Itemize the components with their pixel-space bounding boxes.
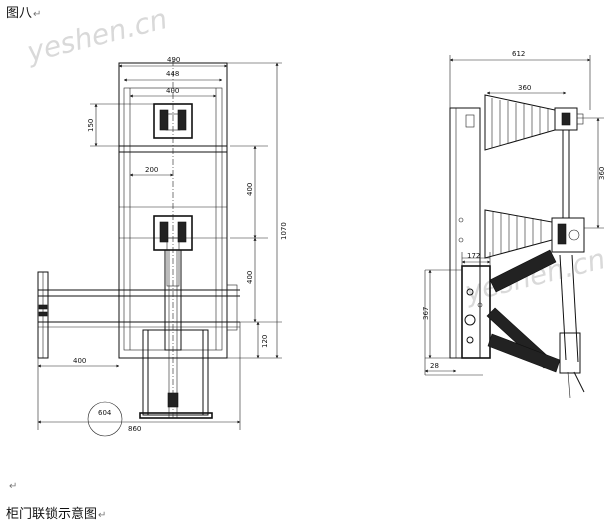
dim-360-horizontal: 360 (518, 84, 531, 92)
dim-120: 120 (261, 335, 269, 348)
dim-448: 448 (166, 70, 179, 78)
figure-number-text: 图八 (6, 6, 33, 21)
dim-1070: 1070 (280, 222, 288, 240)
dim-150: 150 (87, 119, 95, 132)
paragraph-mark-icon: ↵ (98, 510, 107, 521)
dim-360-vertical: 360 (598, 167, 606, 180)
dim-860: 860 (128, 425, 141, 433)
dim-400-b: 400 (246, 271, 254, 284)
figure-title-caption: 柜门联锁示意图↵ (6, 507, 106, 524)
watermark-left: yeshen.cn (23, 2, 171, 69)
dim-200: 200 (145, 166, 158, 174)
dim-400-top: 400 (166, 87, 179, 95)
figure-number-caption: 图八↵ (6, 6, 41, 23)
dim-28: 28 (430, 362, 439, 370)
detail-circle (87, 401, 123, 437)
dim-400-a: 400 (246, 183, 254, 196)
dim-490: 490 (167, 56, 180, 64)
dim-612: 612 (512, 50, 525, 58)
paragraph-mark-icon: ↵ (9, 481, 18, 492)
watermark-right: yeshen.cn (461, 242, 609, 309)
paragraph-mark-icon: ↵ (33, 9, 42, 20)
dim-400-bottom: 400 (73, 357, 86, 365)
dim-604: 604 (98, 409, 112, 417)
front-view-drawing: 490 448 400 150 200 400 400 1070 120 400… (37, 56, 288, 437)
empty-paragraph: ↵ (8, 478, 17, 495)
dim-367: 367 (422, 307, 430, 320)
side-view-drawing: 612 360 360 172 367 28 (422, 50, 606, 399)
dim-172: 172 (467, 252, 480, 260)
figure-title-text: 柜门联锁示意图 (6, 507, 98, 522)
